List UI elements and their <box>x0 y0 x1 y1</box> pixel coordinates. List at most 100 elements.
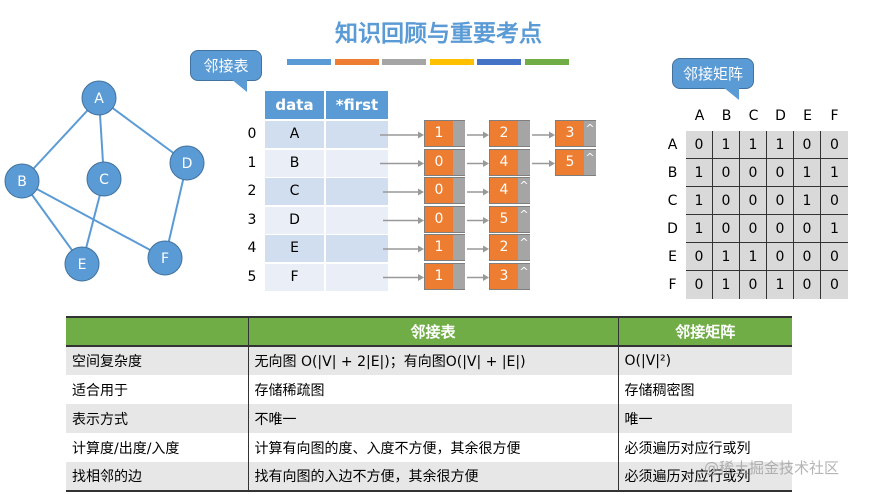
matrix-cell: 1 <box>794 187 821 215</box>
matrix-col-label: E <box>803 108 812 124</box>
row-index: 0 <box>247 126 257 142</box>
edge-node-next <box>518 149 530 175</box>
matrix-col-label: C <box>748 108 759 124</box>
graph-node <box>81 80 117 116</box>
vertex-data: A <box>265 121 324 148</box>
edge-node-value: 1 <box>425 121 453 146</box>
matrix-cell: 0 <box>686 243 713 271</box>
first-pointer <box>326 149 388 177</box>
matrix-cell: 1 <box>713 271 740 299</box>
edge-node: 3^ <box>489 262 530 290</box>
row-index: 2 <box>247 183 257 199</box>
matrix-cell: 0 <box>767 215 794 243</box>
matrix-row-label: D <box>667 221 678 237</box>
matrix-cell: 1 <box>821 215 848 243</box>
vertex-data: F <box>265 263 324 291</box>
matrix-cell: 0 <box>686 131 713 159</box>
row-index: 1 <box>247 154 257 171</box>
first-pointer <box>326 178 388 205</box>
first-pointer <box>326 263 388 291</box>
edge-node-next: ^ <box>518 178 530 203</box>
matrix-cell: 0 <box>821 243 848 271</box>
graph-node <box>64 246 100 282</box>
row-index: 4 <box>247 240 257 256</box>
table-cell: 必须遍历对应行或列 <box>624 440 751 457</box>
matrix-cell: 0 <box>767 187 794 215</box>
matrix-cell: 0 <box>713 159 740 187</box>
matrix-cell: 1 <box>713 243 740 271</box>
page-title: 知识回顾与重要考点 <box>335 21 542 47</box>
matrix-cell: 0 <box>740 271 767 299</box>
matrix-cell: 0 <box>821 271 848 299</box>
edge-node-next <box>453 235 465 260</box>
edge-node-next: ^ <box>518 206 530 232</box>
table-row: 空间复杂度无向图 O(|V| + 2|E|)；有向图O(|V| + |E|)O(… <box>66 346 792 375</box>
edge-node-value: 3 <box>490 263 518 289</box>
edge-node-value: 2 <box>490 235 518 260</box>
matrix-cell: 1 <box>686 215 713 243</box>
color-bar <box>382 59 426 65</box>
table-cell: 不唯一 <box>248 404 619 433</box>
table-cell: 无向图 O(|V| + 2|E|)；有向图O(|V| + |E|) <box>248 346 619 375</box>
matrix-col-label: B <box>721 108 732 124</box>
matrix-cell: 1 <box>686 159 713 187</box>
table-cell: 计算有向图的度、入度不方便，其余很方便 <box>248 433 619 462</box>
edge-node: 2^ <box>489 234 530 261</box>
edge-node-next <box>453 263 465 289</box>
edge-node-value: 1 <box>425 235 453 260</box>
matrix-cell: 0 <box>767 243 794 271</box>
graph-node-label: A <box>94 91 104 107</box>
edge-node-next <box>453 206 465 232</box>
matrix-cell: 1 <box>767 271 794 299</box>
edge-node: 5^ <box>555 148 596 176</box>
matrix-cell: 1 <box>821 159 848 187</box>
graph-node-label: D <box>182 156 193 172</box>
matrix-cell: 0 <box>794 131 821 159</box>
edge-node-value: 3 <box>556 121 584 146</box>
edge-node: 0 <box>424 205 465 233</box>
graph-node <box>4 163 40 199</box>
edge-node-next <box>453 121 465 146</box>
adj-list-callout: 邻接表 <box>190 50 262 92</box>
edge-node: 3^ <box>555 120 596 147</box>
edge-node: 0 <box>424 177 465 204</box>
col-header-data: data <box>265 91 324 119</box>
adj-matrix-callout: 邻接矩阵 <box>672 58 754 100</box>
table-cell: 表示方式 <box>66 404 249 433</box>
edge-node-value: 5 <box>556 149 584 175</box>
graph-node <box>147 240 183 276</box>
matrix-cell: 1 <box>740 131 767 159</box>
matrix-cell: 0 <box>740 187 767 215</box>
graph-node-label: F <box>161 251 169 267</box>
matrix-cell: 0 <box>713 215 740 243</box>
edge-node-next: ^ <box>518 263 530 289</box>
matrix-cell: 0 <box>740 159 767 187</box>
matrix-cell: 0 <box>767 159 794 187</box>
header-adj-list: 邻接表 <box>248 317 619 347</box>
table-cell: 适合用于 <box>66 375 249 404</box>
edge-node: 1 <box>424 262 465 290</box>
table-cell: 空间复杂度 <box>66 346 249 375</box>
graph-node-label: E <box>78 257 87 273</box>
matrix-cell: 1 <box>713 131 740 159</box>
edge-node-next: ^ <box>584 149 596 175</box>
edge-node-value: 0 <box>425 178 453 203</box>
edge-node: 2 <box>489 120 530 147</box>
table-cell: 找相邻的边 <box>66 462 249 491</box>
matrix-cell: 0 <box>713 187 740 215</box>
matrix-cell: 0 <box>686 271 713 299</box>
graph-edge <box>98 97 188 164</box>
edge-node-next <box>518 121 530 146</box>
edge-node-value: 2 <box>490 121 518 146</box>
matrix-row-label: A <box>667 137 678 153</box>
edge-node-next: ^ <box>584 121 596 146</box>
table-row: 表示方式不唯一唯一 <box>66 404 792 433</box>
row-index: 3 <box>247 211 257 228</box>
matrix-row-label: C <box>667 193 678 209</box>
matrix-row-label: F <box>668 277 677 293</box>
graph-node <box>169 145 205 181</box>
matrix-cell: 0 <box>821 187 848 215</box>
first-pointer <box>326 206 388 234</box>
edge-node-value: 4 <box>490 149 518 175</box>
vertex-data: C <box>265 178 324 205</box>
